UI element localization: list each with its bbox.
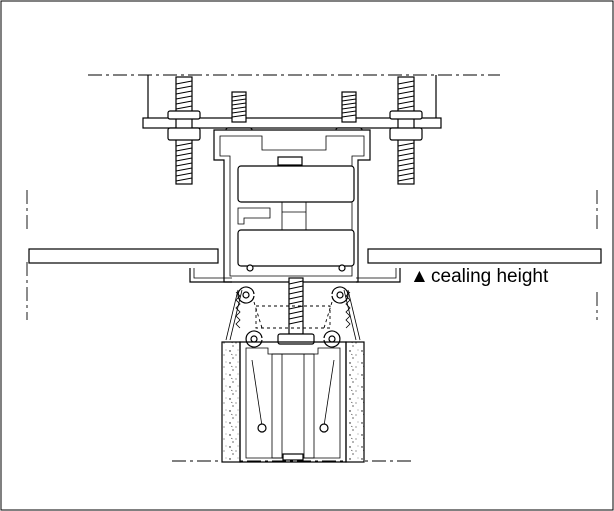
ceiling-height-label: cealing height — [431, 266, 549, 287]
ceiling-board-right — [367, 248, 602, 264]
threaded-rod-left — [167, 76, 201, 185]
ceiling-height-marker: ▲ — [410, 266, 429, 287]
suspension-cords — [225, 289, 361, 341]
partition-wall-right — [345, 341, 365, 463]
central-hanger-bolt — [277, 277, 315, 345]
partition-wall-left — [221, 341, 241, 463]
upper-carriage-block — [237, 165, 355, 203]
top-mounting-box — [142, 75, 442, 129]
ceiling-trim — [189, 268, 401, 283]
ceiling-board-left — [28, 248, 219, 264]
lower-carriage-block — [237, 229, 355, 267]
track-profile — [213, 129, 371, 283]
ceiling-height-annotation: ▲ cealing height — [410, 266, 549, 287]
hook-clips — [237, 286, 349, 348]
threaded-rod-right — [389, 76, 423, 185]
lower-panel-profile — [239, 341, 347, 463]
